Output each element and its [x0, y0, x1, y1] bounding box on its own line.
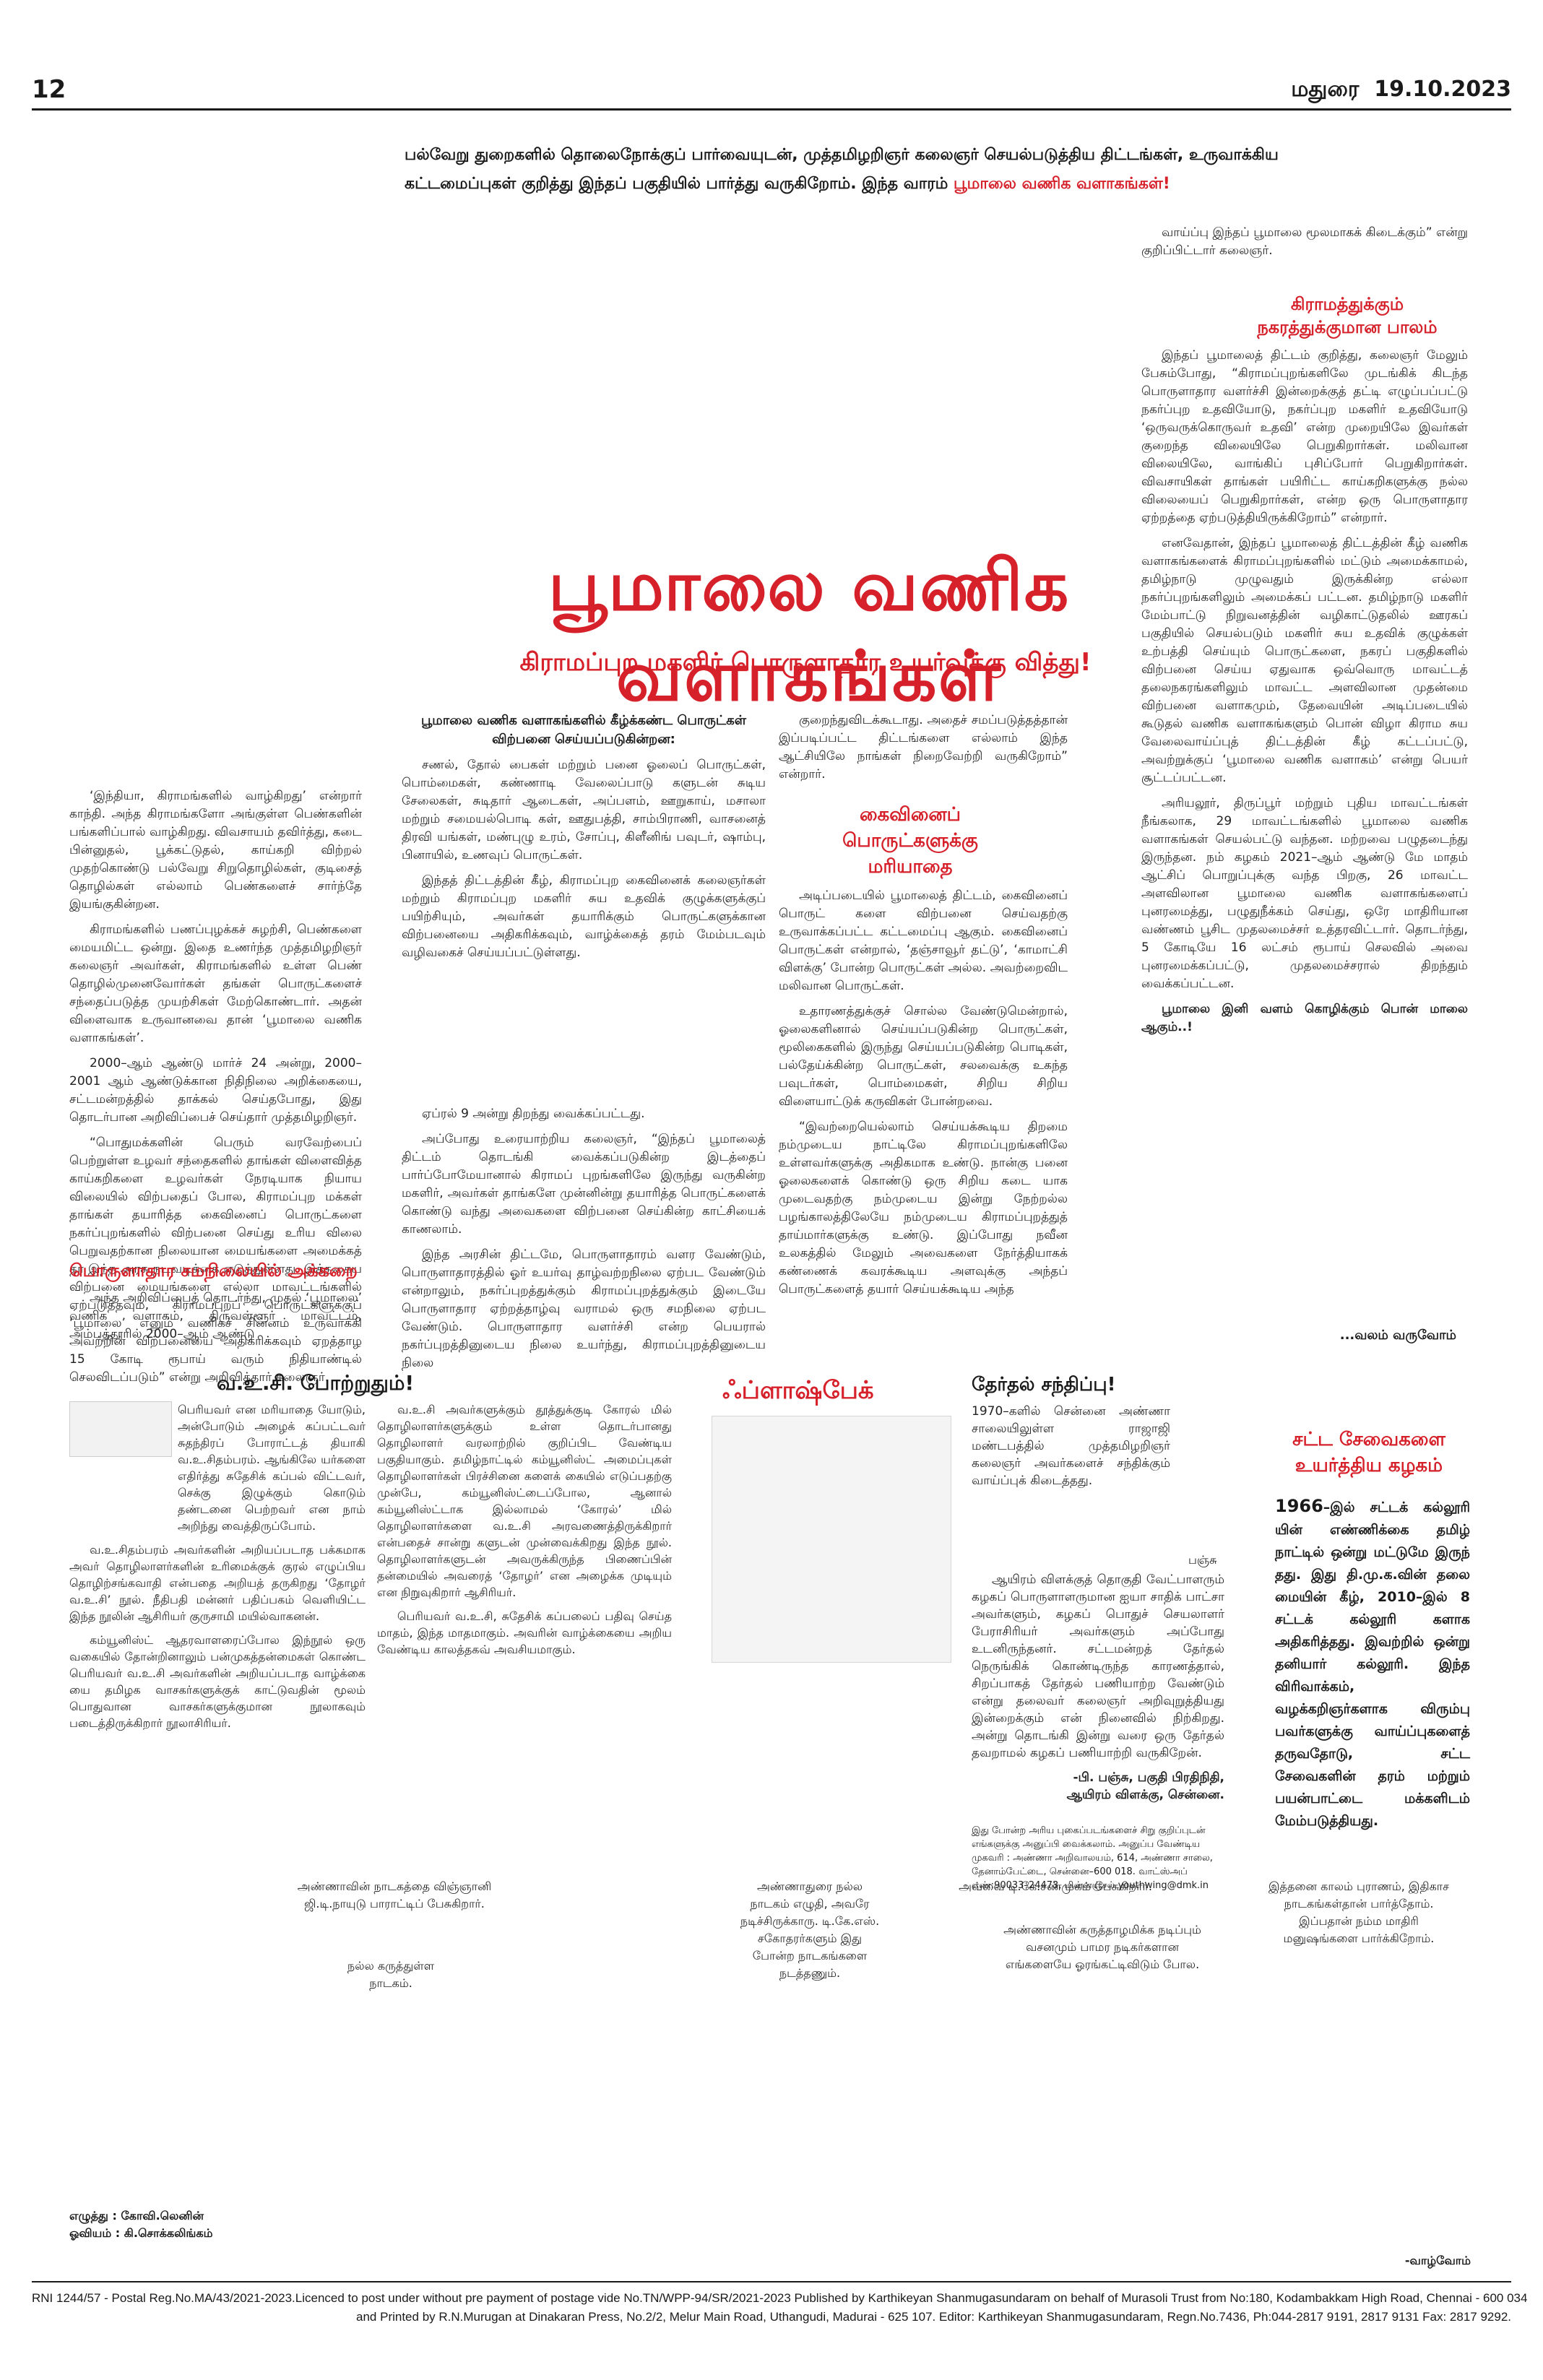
flashback-body: 1970–களில் சென்னை அண்ணா சாலையிலுள்ள ராஜா… — [972, 1404, 1170, 1488]
products-box-title: பூமாலை வணிக வளாகங்களில் கீழ்க்கண்ட பொருட… — [421, 713, 746, 747]
comic-continue: -வாழ்வோம் — [1404, 2254, 1471, 2267]
law-body: 1966–இல் சட்டக் கல்லூரி யின் எண்ணிக்கை த… — [1275, 1496, 1470, 1829]
comic-panel-3-speech: அண்ணாவின் கருத்தாழமிக்க நடிப்பும் வசனமும… — [1003, 1923, 1201, 1971]
flashback-title: தேர்தல் சந்திப்பு! — [972, 1374, 1116, 1395]
flashback-photo-caption: பஞ்சு — [1188, 1553, 1217, 1567]
feature-column-3: அடிப்படையில் பூமாலைத் திட்டம், கைவினைப் … — [779, 888, 1068, 1297]
page-number: 12 — [32, 75, 66, 104]
feature-subhead-bridge: கிராமத்துக்கும் நகரத்துக்குமான பாலம் — [1257, 294, 1438, 337]
flashback-photo — [712, 1416, 951, 1663]
feature-column-4: இந்தப் பூமாலைத் திட்டம் குறித்து, கலைஞர்… — [1141, 348, 1468, 1034]
products-box-body: சணல், தோல் பைகள் மற்றும் பனை ஓலைப் பொருட… — [402, 758, 766, 960]
comic-panel-2-speech: அண்ணாதுரை நல்ல நாடகம் எழுதி, அவரே நடிச்ச… — [740, 1879, 880, 1980]
city-date: மதுரை 19.10.2023 — [1291, 77, 1511, 102]
footer-line-2: and Printed by R.N.Murugan at Dinakaran … — [356, 2310, 1511, 2324]
feature-column-2: ஏப்ரல் 9 அன்று திறந்து வைக்கப்பட்டது. அப… — [402, 1107, 766, 1370]
comic-strip: அண்ணாவின் நாடகத்தை விஞ்ஞானி ஜி.டி.நாயுடு… — [69, 1878, 1474, 2181]
comic-panel-1-speech: நல்ல கருத்துள்ள நாடகம். — [347, 1959, 435, 1990]
feature-column-1-tail: அந்த அறிவிப்பைத் தொடர்ந்து, முதல் ‘பூமால… — [69, 1291, 362, 1341]
voc-title: வ.உ.சி. போற்றுதும்! — [217, 1371, 415, 1395]
voc-column-a: பெரியவர் என மரியாதை யோடும், அன்போடும் அழ… — [69, 1403, 366, 1730]
intro-text: பல்வேறு துறைகளில் தொலைநோக்குப் பார்வையுட… — [405, 146, 1279, 193]
feature-subhead-crafts: கைவினைப் பொருட்களுக்கு மரியாதை — [842, 804, 978, 878]
footer-rule — [32, 2281, 1511, 2282]
products-box: பூமாலை வணிக வளாகங்களில் கீழ்க்கண்ட பொருட… — [402, 711, 766, 969]
voc-column-b: வ.உ.சி அவர்களுக்கும் தூத்துக்குடி கோரல் … — [377, 1403, 672, 1656]
flashback-note: இது போன்ற அரிய புகைப்படங்களைச் சிறு குறி… — [972, 1825, 1213, 1891]
comic-panel-3-text: அவ்வை டி.கே.சண்முகம் பேசுகிறார். — [959, 1879, 1152, 1893]
comic-panel-4-speech: இத்தனை காலம் புராணம், இதிகாச நாடகங்கள்தா… — [1268, 1879, 1450, 1945]
voc-book-cover — [69, 1401, 172, 1457]
feature-title: பூமாலை வணிக வளாகங்கள் — [548, 545, 1071, 717]
header-rule — [32, 108, 1511, 111]
law-title: சட்ட சேவைகளை உயர்த்திய கழகம் — [1292, 1429, 1445, 1476]
comic-panel-1-text: அண்ணாவின் நாடகத்தை விஞ்ஞானி ஜி.டி.நாயுடு… — [297, 1879, 492, 1911]
comic-credit-writer: எழுத்து : கோவி.லெனின் — [69, 2209, 204, 2223]
feature-column-4-top: வாய்ப்பு இந்தப் பூமாலை மூலமாகக் கிடைக்கு… — [1141, 225, 1468, 258]
flashback-label: ஃப்ளாஷ்பேக் — [722, 1376, 874, 1405]
feature-subhead-economic: பொருளாதார சமநிலையில் அக்கறை — [69, 1260, 358, 1281]
comic-credit-artist: ஓவியம் : கி.சொக்கலிங்கம் — [69, 2226, 213, 2240]
feature-subtitle: கிராமப்புற மகளிர் பொருளாதார உயர்வுக்கு வ… — [519, 648, 1092, 677]
feature-column-3-top: குறைந்துவிடக்கூடாது. அதைச் சமப்படுத்தத்த… — [779, 713, 1068, 782]
feature-column-1: ‘இந்தியா, கிராமங்களில் வாழ்கிறது’ என்றார… — [69, 789, 362, 1385]
footer-line-1: RNI 1244/57 - Postal Reg.No.MA/43/2021-2… — [32, 2291, 1528, 2305]
feature-continue: ...வலம் வருவோம் — [1339, 1328, 1456, 1343]
flashback-body-2: ஆயிரம் விளக்குத் தொகுதி வேட்பாளரும் கழகப… — [972, 1572, 1224, 1802]
